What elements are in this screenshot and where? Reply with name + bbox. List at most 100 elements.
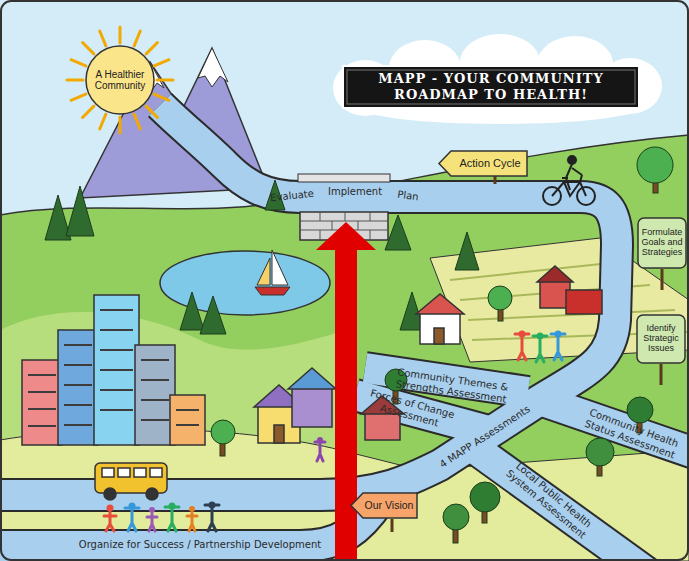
bus-window — [150, 468, 162, 477]
person-body — [165, 507, 179, 531]
red-arrow-head — [316, 222, 376, 250]
node-text: A Healthier Community — [91, 69, 149, 91]
door — [274, 425, 284, 443]
road-surface — [0, 105, 689, 561]
sun-ray — [67, 79, 83, 82]
door — [434, 328, 444, 344]
road-branch — [470, 445, 650, 561]
snow-cap — [198, 48, 228, 87]
bus-window — [134, 468, 146, 477]
title-plate — [343, 66, 639, 108]
person-head — [107, 505, 114, 512]
bicycle — [543, 156, 595, 205]
pine-tree — [455, 232, 479, 270]
action-cycle-sign: Action Cycle — [438, 150, 528, 177]
barn — [566, 290, 602, 314]
sun-ray — [134, 114, 140, 129]
road-label: Implement — [322, 186, 388, 198]
title-text: MAPP - YOUR COMMUNITY ROADMAP TO HEALTH! — [366, 71, 616, 104]
arrow-sign-shape — [351, 493, 417, 518]
sun-ray — [100, 114, 106, 129]
sun-ray — [119, 27, 122, 43]
bus-window — [102, 468, 114, 477]
sun-ray — [71, 94, 86, 100]
road-branch — [470, 445, 650, 561]
pine-tree — [66, 186, 94, 236]
node-text-block: Formulate Goals and Strategies — [637, 217, 687, 269]
person-body — [533, 336, 547, 362]
boat-sail — [272, 250, 288, 285]
sun-ray — [83, 43, 94, 54]
rider-body — [566, 164, 582, 190]
tree-crown — [443, 504, 469, 530]
person-body — [551, 334, 565, 360]
sun-ray — [146, 106, 157, 117]
sun-node: A Healthier Community — [65, 25, 175, 135]
node-text: Formulate Goals and Strategies — [638, 228, 686, 258]
person-head — [149, 507, 155, 513]
sign-post — [494, 176, 497, 184]
title-box: MAPP - YOUR COMMUNITY ROADMAP TO HEALTH! — [343, 66, 639, 108]
node-text: Identify Strategic Issues — [637, 324, 685, 354]
sign-board — [637, 315, 685, 363]
houses — [254, 266, 602, 443]
sun-ray — [71, 60, 86, 66]
tree-crown — [211, 420, 235, 444]
road-main — [0, 105, 617, 495]
road-outline — [0, 105, 689, 561]
step-sign: Formulate Goals and Strategies — [637, 217, 687, 269]
rider-head — [568, 156, 576, 164]
house — [292, 387, 332, 427]
sun-ray — [100, 31, 106, 46]
sun-ray — [119, 117, 122, 133]
building — [58, 330, 98, 445]
road-label: Organize for Success / Partnership Devel… — [60, 539, 340, 551]
node-text-block: Action Cycle — [438, 150, 528, 177]
sun-ray — [154, 60, 169, 66]
node-text-block: Our Vision — [350, 492, 418, 519]
sign-board — [638, 218, 686, 268]
person-body — [104, 512, 116, 531]
sun-ray — [157, 79, 173, 82]
sun-ray — [154, 94, 169, 100]
bus-body — [95, 463, 167, 493]
sun-disc — [86, 46, 154, 114]
school-bus — [95, 463, 167, 500]
node-text-block: Identify Strategic Issues — [636, 314, 686, 364]
building — [170, 395, 205, 445]
boat-sail — [257, 258, 270, 285]
pine-tree — [180, 292, 204, 330]
sun-ray — [83, 106, 94, 117]
arrow-sign-shape — [439, 151, 527, 176]
tree-crown — [488, 286, 512, 310]
trees — [211, 147, 673, 543]
bus-wheel — [104, 488, 116, 500]
person-body — [187, 513, 197, 531]
pine-tree — [385, 215, 411, 250]
tree-crown — [637, 147, 673, 183]
tree-crown — [586, 438, 614, 466]
person-body — [315, 442, 325, 461]
tree-crown — [627, 397, 653, 423]
people-group — [104, 331, 565, 532]
step-sign: Identify Strategic Issues — [636, 314, 686, 364]
sign-post — [391, 519, 394, 532]
city-buildings — [22, 295, 205, 445]
pine-tree — [200, 296, 226, 334]
node-text: Our Vision — [362, 500, 416, 512]
vision-sign: Our Vision — [350, 492, 418, 519]
node-text-block: A Healthier Community — [65, 25, 175, 135]
barn-roof — [537, 266, 573, 282]
house-roof — [288, 368, 336, 389]
person-body — [125, 508, 139, 531]
node-text: Action Cycle — [454, 157, 526, 169]
bridge-parapet — [298, 174, 390, 182]
house — [420, 312, 460, 344]
building-windows — [28, 310, 199, 426]
sun-ray — [134, 31, 140, 46]
title-plate-border — [347, 70, 635, 104]
house-roof — [416, 294, 464, 314]
person-body — [147, 514, 157, 531]
